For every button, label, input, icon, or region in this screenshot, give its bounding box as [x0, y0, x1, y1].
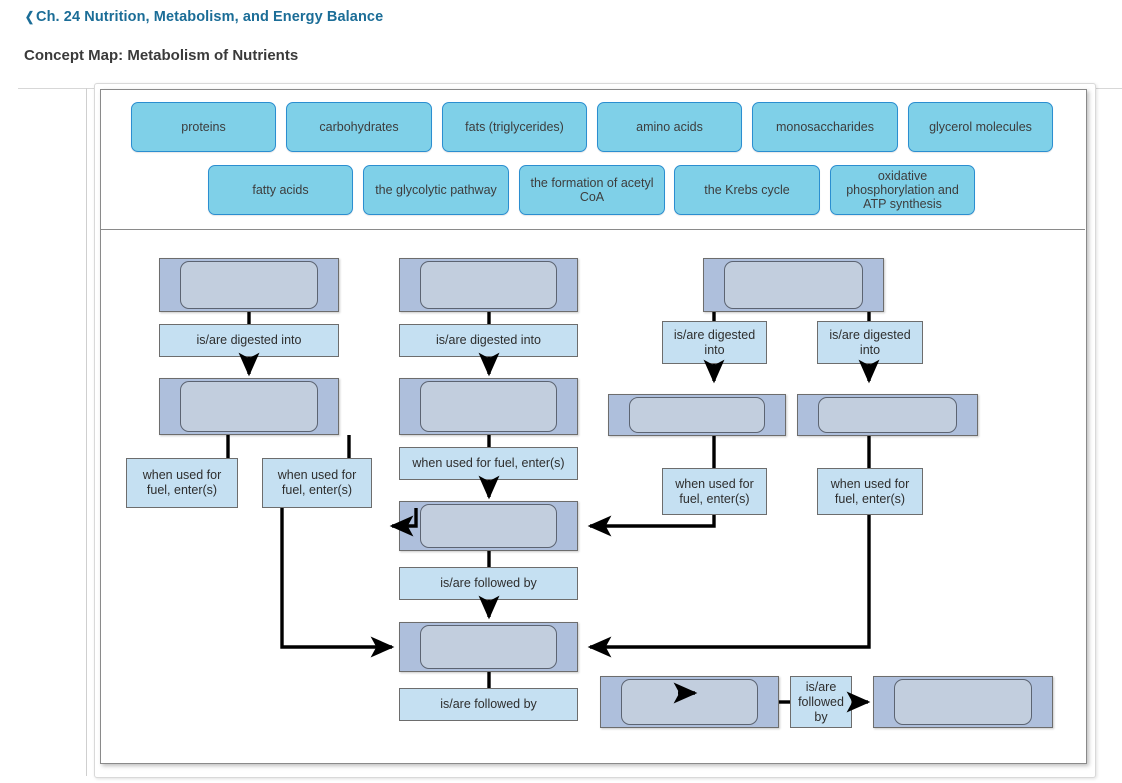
conn-digested-2: is/are digested into [399, 324, 578, 357]
slot-oxphos[interactable] [873, 676, 1053, 728]
word-bank-chip[interactable]: oxidative phosphorylation and ATP synthe… [830, 165, 975, 215]
slot-monosaccharides[interactable] [399, 378, 578, 435]
chip-label: proteins [181, 120, 226, 134]
conn-digested-4: is/are digested into [817, 321, 923, 364]
chip-label: the Krebs cycle [704, 183, 790, 197]
slot-glycerol[interactable] [608, 394, 786, 436]
back-chevron-icon: ❮ [24, 9, 35, 24]
word-bank-chip[interactable]: the glycolytic pathway [363, 165, 509, 215]
slot-amino-acids[interactable] [159, 378, 339, 435]
left-rail-divider [86, 88, 87, 776]
word-bank-divider [101, 229, 1085, 230]
slot-carbohydrates[interactable] [399, 258, 578, 312]
connector-label: is/are digested into [673, 327, 756, 357]
connector-label: is/are digested into [436, 333, 541, 347]
slot-fats[interactable] [703, 258, 884, 312]
breadcrumb-label: Ch. 24 Nutrition, Metabolism, and Energy… [36, 9, 384, 25]
connector-label: when used for fuel, enter(s) [142, 468, 222, 497]
slot-proteins[interactable] [159, 258, 339, 312]
connector-label: is/are digested into [196, 333, 302, 347]
conn-fuel-2: when used for fuel, enter(s) [262, 458, 372, 508]
chip-label: the formation of acetyl CoA [530, 176, 654, 204]
connector-label: when used for fuel, enter(s) [277, 468, 357, 497]
connector-label: when used for fuel, enter(s) [675, 476, 754, 506]
conn-followed-2: is/are followed by [399, 688, 578, 721]
conn-fuel-4: when used for fuel, enter(s) [662, 468, 767, 515]
chip-label: oxidative phosphorylation and ATP synthe… [846, 169, 959, 211]
word-bank-chip[interactable]: fatty acids [208, 165, 353, 215]
chip-label: glycerol molecules [929, 120, 1032, 134]
chip-label: amino acids [636, 120, 703, 134]
page-title: Concept Map: Metabolism of Nutrients [24, 47, 299, 64]
chip-label: monosaccharides [776, 120, 874, 134]
connector-label: when used for fuel, enter(s) [830, 476, 910, 506]
word-bank-chip[interactable]: amino acids [597, 102, 742, 152]
word-bank-chip[interactable]: fats (triglycerides) [442, 102, 587, 152]
slot-acetyl-coa[interactable] [399, 622, 578, 672]
slot-fatty-acids[interactable] [797, 394, 978, 436]
breadcrumb[interactable]: ❮Ch. 24 Nutrition, Metabolism, and Energ… [24, 9, 383, 25]
conn-followed-3: is/are followed by [790, 676, 852, 728]
connector-label: is/are followed by [798, 679, 844, 724]
word-bank-chip[interactable]: proteins [131, 102, 276, 152]
conn-fuel-3: when used for fuel, enter(s) [399, 447, 578, 480]
connector-label: when used for fuel, enter(s) [412, 456, 565, 470]
word-bank-chip[interactable]: carbohydrates [286, 102, 432, 152]
word-bank-chip[interactable]: the formation of acetyl CoA [519, 165, 665, 215]
conn-fuel-5: when used for fuel, enter(s) [817, 468, 923, 515]
conn-digested-1: is/are digested into [159, 324, 339, 357]
word-bank-chip[interactable]: monosaccharides [752, 102, 898, 152]
chip-label: carbohydrates [319, 120, 399, 134]
connector-label: is/are digested into [829, 327, 911, 357]
word-bank-chip[interactable]: glycerol molecules [908, 102, 1053, 152]
word-bank-chip[interactable]: the Krebs cycle [674, 165, 820, 215]
chip-label: fats (triglycerides) [465, 120, 564, 134]
conn-followed-1: is/are followed by [399, 567, 578, 600]
slot-glycolysis[interactable] [399, 501, 578, 551]
slot-krebs[interactable] [600, 676, 779, 728]
conn-fuel-1: when used for fuel, enter(s) [126, 458, 238, 508]
connector-label: is/are followed by [440, 576, 537, 590]
chip-label: the glycolytic pathway [375, 183, 497, 197]
connector-label: is/are followed by [440, 697, 537, 711]
conn-digested-3: is/are digested into [662, 321, 767, 364]
chip-label: fatty acids [252, 183, 309, 197]
